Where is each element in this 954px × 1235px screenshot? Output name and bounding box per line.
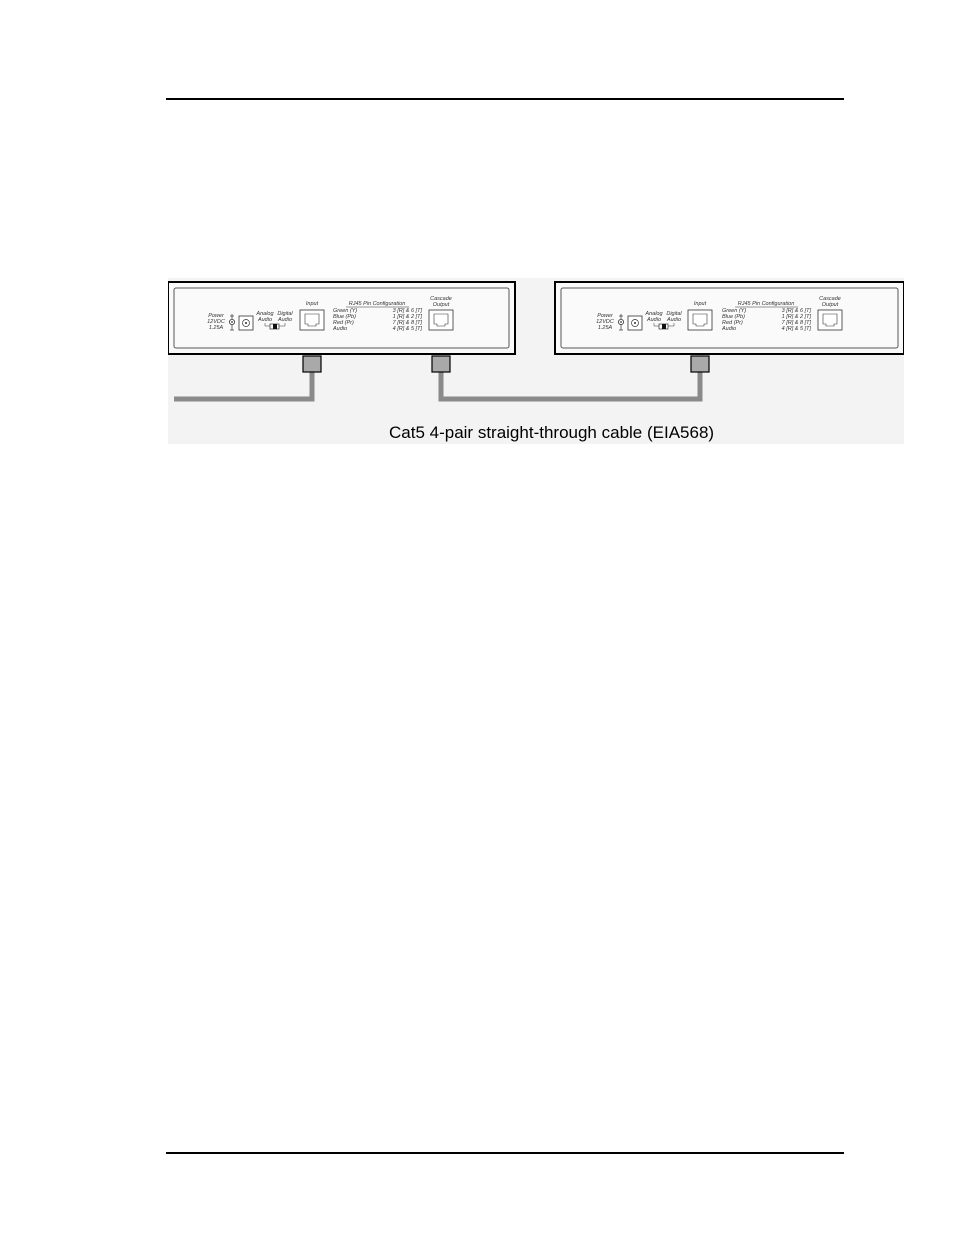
header-rule <box>166 98 844 100</box>
unit-2-power-label: Power <box>597 313 614 319</box>
unit-2-voltage-label: 12VDC <box>596 319 614 325</box>
unit-2-analog-label: Analog <box>644 311 663 317</box>
unit-1-power-label: Power <box>208 313 225 319</box>
unit-2-config-signal: Audio <box>721 326 736 332</box>
unit-2-current-label: 1.25A <box>598 325 613 331</box>
cascade-cable <box>438 369 703 402</box>
input-cable <box>174 369 315 402</box>
unit-2-config-pins: 3 [R] & 6 [T] <box>782 308 812 314</box>
unit-1: Power 12VDC 1.25A Analog Audio Digital A… <box>167 281 516 355</box>
unit-1-cascade-port-icon <box>428 309 454 331</box>
unit-1-output-label: Output <box>433 302 450 308</box>
unit-2-input-label: Input <box>694 301 707 307</box>
unit-2-audio-right-label: Audio <box>666 317 681 323</box>
unit-1-chassis <box>167 281 516 355</box>
unit-1-input-label: Input <box>306 301 319 307</box>
unit-2-config-signal: Green (Y) <box>722 308 746 314</box>
unit-2-output-label: Output <box>822 302 839 308</box>
unit-1-polarity-icon <box>229 314 236 331</box>
unit-2: Power 12VDC 1.25A Analog Audio Digital A… <box>554 281 905 355</box>
unit-1-config-signal: Red (Pr) <box>333 320 354 326</box>
unit-1-input-port-icon <box>299 309 325 331</box>
unit-2-cascade-label: Cascade <box>819 296 841 302</box>
unit-2-config-pins: 1 [R] & 2 [T] <box>782 314 812 320</box>
unit-1-input-plug-icon <box>302 355 322 373</box>
unit-1-audio-right-label: Audio <box>277 317 292 323</box>
connection-diagram: Power 12VDC 1.25A Analog Audio Digital A… <box>167 278 905 444</box>
unit-2-chassis <box>554 281 905 355</box>
unit-1-config-signal: Blue (Pb) <box>333 314 356 320</box>
unit-2-input-plug-icon <box>690 355 710 373</box>
unit-2-panel <box>560 287 899 349</box>
unit-1-config-signal: Audio <box>332 326 347 332</box>
unit-2-cascade-port-icon <box>817 309 843 331</box>
unit-1-audio-left-label: Audio <box>257 317 272 323</box>
unit-1-digital-label: Digital <box>277 311 293 317</box>
unit-1-config-signal: Green (Y) <box>333 308 357 314</box>
unit-1-cascade-label: Cascade <box>430 296 452 302</box>
unit-1-voltage-label: 12VDC <box>207 319 225 325</box>
unit-1-config-pins: 7 [R] & 8 [T] <box>393 320 423 326</box>
unit-2-config-pins: 7 [R] & 8 [T] <box>782 320 812 326</box>
unit-2-config-signal: Red (Pr) <box>722 320 743 326</box>
unit-2-input-port-icon <box>687 309 713 331</box>
unit-2-power-jack-icon <box>627 315 643 331</box>
unit-2-config-title: RJ45 Pin Configuration <box>738 301 795 307</box>
unit-1-cascade-plug-icon <box>431 355 451 373</box>
unit-2-config-signal: Blue (Pb) <box>722 314 745 320</box>
unit-2-digital-label: Digital <box>666 311 682 317</box>
unit-1-config-pins: 4 [R] & 5 [T] <box>393 326 423 332</box>
footer-rule <box>166 1152 844 1154</box>
cable-caption: Cat5 4-pair straight-through cable (EIA5… <box>389 423 715 442</box>
unit-1-current-label: 1.25A <box>209 325 224 331</box>
unit-1-audio-switch-icon <box>264 323 286 330</box>
unit-1-power-jack-icon <box>238 315 254 331</box>
unit-2-polarity-icon <box>617 314 624 331</box>
unit-1-config-title: RJ45 Pin Configuration <box>349 301 406 307</box>
unit-1-config-pins: 1 [R] & 2 [T] <box>393 314 423 320</box>
unit-2-config-pins: 4 [R] & 5 [T] <box>782 326 812 332</box>
unit-1-panel <box>173 287 510 349</box>
unit-2-audio-left-label: Audio <box>646 317 661 323</box>
unit-1-analog-label: Analog <box>255 311 274 317</box>
unit-2-audio-switch-icon <box>653 323 675 330</box>
unit-1-config-pins: 3 [R] & 6 [T] <box>393 308 423 314</box>
connection-figure: Power 12VDC 1.25A Analog Audio Digital A… <box>167 278 905 444</box>
